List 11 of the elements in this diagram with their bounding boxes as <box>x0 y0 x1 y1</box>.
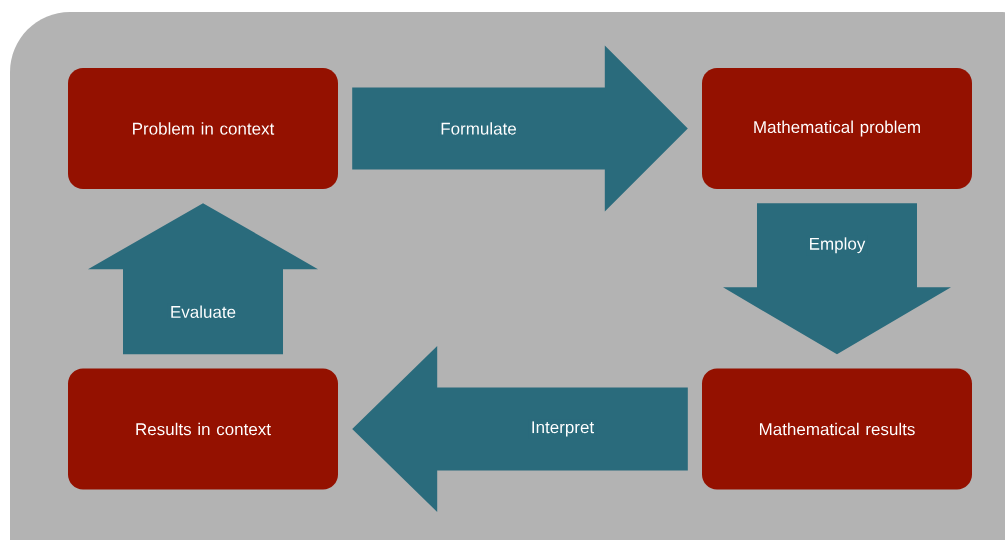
block-arrow <box>352 45 688 212</box>
block-arrow <box>352 346 688 512</box>
block-arrow <box>723 203 951 355</box>
process-box: Mathematical results <box>702 368 972 490</box>
edge-label: Employ <box>806 235 868 256</box>
process-box: Problem in context <box>68 68 338 189</box>
process-box: Mathematical problem <box>702 68 972 189</box>
block-arrow <box>88 203 318 355</box>
edge-label: Interpret <box>528 419 597 439</box>
edge-label: Formulate <box>438 120 519 137</box>
process-box: Results in context <box>68 368 338 490</box>
